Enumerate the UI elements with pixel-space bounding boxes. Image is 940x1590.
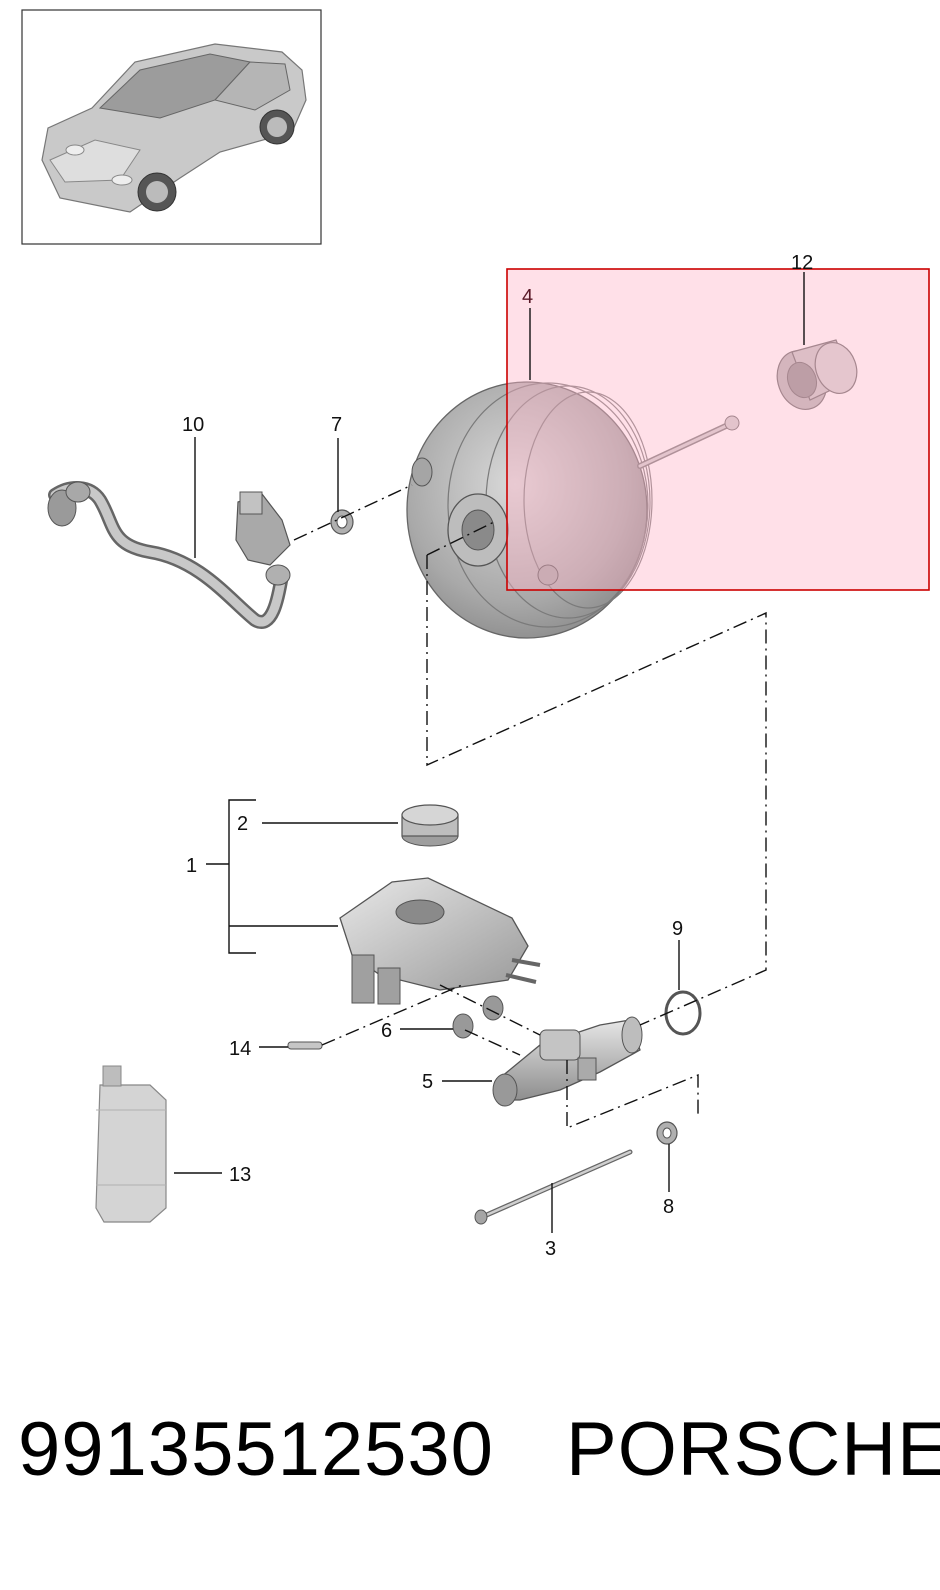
car-illustration [41,43,307,213]
rubber-boot [776,339,858,410]
leader-lines [174,272,805,1233]
assembly-lines [293,484,767,1130]
brake-fluid-bottle [95,1065,167,1223]
callout-2: 2 [237,813,248,835]
callout-7: 7 [331,414,342,436]
bolt [474,1149,633,1225]
footer-caption: 99135512530 PORSCHE [0,1395,940,1505]
callout-1: 1 [186,855,197,877]
callout-12: 12 [791,252,813,274]
callout-9: 9 [672,918,683,940]
callout-5: 5 [422,1071,433,1093]
callout-10: 10 [182,414,204,436]
callout-4: 4 [522,286,533,308]
brand-name: PORSCHE [566,1407,940,1492]
vacuum-hose [47,481,291,629]
vehicle-thumbnail [21,9,322,245]
callout-14: 14 [229,1038,251,1060]
part-number: 99135512530 [18,1407,494,1492]
highlight-box [506,268,930,591]
o-ring [664,990,702,1036]
grommet [330,509,354,535]
brake-fluid-reservoir [339,877,541,1005]
retaining-pin [287,1041,323,1050]
callout-3: 3 [545,1238,556,1260]
reservoir-cap [401,804,459,847]
callout-6: 6 [381,1020,392,1042]
nut [656,1121,678,1145]
callout-13: 13 [229,1164,251,1186]
callout-8: 8 [663,1196,674,1218]
reservoir-seals [452,995,504,1039]
